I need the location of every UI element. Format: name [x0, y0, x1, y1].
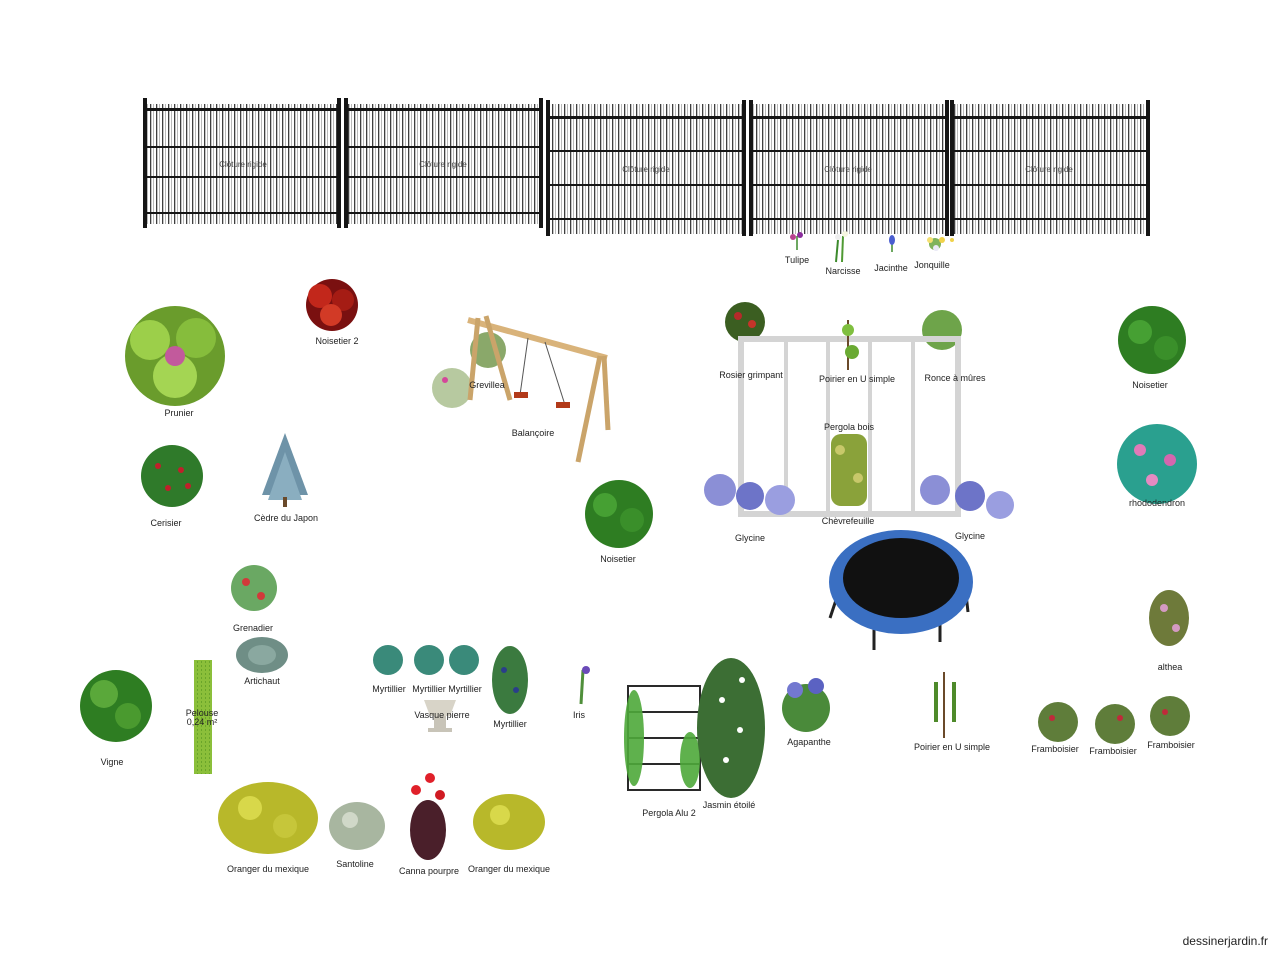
fence-label-3: Clôture rigide — [622, 165, 670, 174]
narcisse-label: Narcisse — [825, 266, 861, 276]
oranger-1-label: Oranger du mexique — [226, 864, 310, 874]
jacinthe-icon[interactable] — [889, 235, 895, 252]
agapanthe-icon[interactable] — [782, 678, 830, 732]
santoline-label: Santoline — [336, 859, 374, 869]
santoline-icon[interactable] — [329, 802, 385, 850]
tulipe-icon[interactable] — [790, 232, 803, 250]
oranger-2-label: Oranger du mexique — [467, 864, 551, 874]
agapanthe-label: Agapanthe — [787, 737, 831, 747]
iris-label: Iris — [573, 710, 585, 720]
framboisier-3-icon[interactable] — [1150, 696, 1190, 736]
noisetier-mid-label: Noisetier — [600, 554, 636, 564]
framboisier-1-icon[interactable] — [1038, 702, 1078, 742]
rosier-grimpant-icon[interactable] — [725, 302, 765, 342]
chevrefeuille-icon[interactable] — [831, 434, 867, 506]
fence-panel-5[interactable] — [950, 100, 1150, 236]
myrtillier-3-label: Myrtillier — [448, 684, 482, 694]
artichaut-icon[interactable] — [236, 637, 288, 673]
framboisier-3-label: Framboisier — [1147, 740, 1195, 750]
framboisier-2-icon[interactable] — [1095, 704, 1135, 744]
fence-panel-1[interactable] — [143, 98, 341, 228]
prunier-label: Prunier — [164, 408, 194, 418]
iris-icon[interactable] — [579, 666, 590, 705]
fence-label-2: Clôture rigide — [419, 160, 467, 169]
framboisier-1-label: Framboisier — [1031, 744, 1079, 754]
glycine-right-icon[interactable] — [920, 475, 1014, 519]
fence-panel-3[interactable] — [546, 100, 746, 236]
site-credit: dessinerjardin.fr — [1182, 934, 1268, 948]
pergola-bois-icon[interactable] — [738, 336, 961, 517]
althea-icon[interactable] — [1149, 590, 1189, 646]
rhododendron-label: rhododendron — [1128, 498, 1186, 508]
fence-label-4: Clôture rigide — [824, 165, 872, 174]
tulipe-label: Tulipe — [784, 255, 810, 265]
noisetier-right-label: Noisetier — [1132, 380, 1168, 390]
oranger-2-icon[interactable] — [473, 794, 545, 850]
oranger-1-icon[interactable] — [218, 782, 318, 854]
rhododendron-icon[interactable] — [1117, 424, 1197, 504]
fence-panel-2[interactable] — [344, 98, 543, 228]
cedre-du-japon-icon[interactable] — [262, 433, 308, 507]
balancoire-icon[interactable] — [467, 315, 611, 463]
balancoire-label: Balançoire — [511, 428, 555, 438]
myrtillier-3-icon[interactable] — [449, 645, 479, 675]
pelouse-icon[interactable] — [194, 660, 212, 774]
vasque-pierre-icon[interactable] — [424, 700, 456, 732]
chevrefeuille-label: Chèvrefeuille — [821, 516, 875, 526]
artichaut-label: Artichaut — [244, 676, 280, 686]
jasmin-label: Jasmin étoilé — [702, 800, 756, 810]
glycine-right-label: Glycine — [954, 531, 986, 541]
grenadier-icon[interactable] — [231, 565, 277, 611]
poirier-top-label: Poirier en U simple — [818, 374, 896, 384]
noisetier-mid-icon[interactable] — [585, 480, 653, 548]
glycine-left-label: Glycine — [734, 533, 766, 543]
cerisier-label: Cerisier — [150, 518, 182, 528]
vigne-label: Vigne — [100, 757, 124, 767]
vasque-label: Vasque pierre — [414, 710, 470, 720]
pelouse-label: Pelouse — [185, 708, 219, 718]
althea-label: althea — [1157, 662, 1183, 672]
jasmin-etoile-icon[interactable] — [697, 658, 765, 798]
cerisier-icon[interactable] — [141, 445, 203, 507]
narcisse-icon[interactable] — [835, 231, 848, 263]
poirier-top-icon[interactable] — [842, 320, 859, 370]
jonquille-icon[interactable] — [927, 237, 954, 251]
jonquille-label: Jonquille — [914, 260, 950, 270]
canna-label: Canna pourpre — [398, 866, 460, 876]
ronce-label: Ronce à mûres — [924, 373, 986, 383]
noisetier-2-icon[interactable] — [306, 279, 358, 331]
noisetier-2-label: Noisetier 2 — [315, 336, 359, 346]
myrtillier-4-label: Myrtillier — [493, 719, 527, 729]
trampoline-icon[interactable] — [828, 530, 973, 650]
vigne-icon[interactable] — [80, 670, 152, 742]
poirier-bottom-icon[interactable] — [934, 672, 956, 738]
fence-panel-4[interactable] — [749, 100, 949, 236]
framboisier-2-label: Framboisier — [1089, 746, 1137, 756]
grenadier-label: Grenadier — [232, 623, 274, 633]
canna-pourpre-icon[interactable] — [410, 773, 446, 860]
jacinthe-label: Jacinthe — [874, 263, 908, 273]
pergola-alu-icon[interactable] — [624, 685, 701, 791]
prunier-icon[interactable] — [125, 306, 225, 406]
myrtillier-1-label: Myrtillier — [372, 684, 406, 694]
myrtillier-2-label: Myrtillier — [412, 684, 446, 694]
noisetier-right-icon[interactable] — [1118, 306, 1186, 374]
fence-label-1: Clôture rigide — [219, 160, 267, 169]
pergola-alu-label: Pergola Alu 2 — [642, 808, 696, 818]
grevillea-label: Grevillea — [469, 380, 505, 390]
pergola-bois-label: Pergola bois — [823, 422, 875, 432]
cedre-label: Cèdre du Japon — [253, 513, 319, 523]
fence-label-5: Clôture rigide — [1025, 165, 1073, 174]
glycine-left-icon[interactable] — [704, 474, 795, 515]
myrtillier-4-icon[interactable] — [492, 646, 528, 714]
poirier-bottom-label: Poirier en U simple — [913, 742, 991, 752]
myrtillier-1-icon[interactable] — [373, 645, 403, 675]
rosier-label: Rosier grimpant — [719, 370, 783, 380]
myrtillier-2-icon[interactable] — [414, 645, 444, 675]
pelouse-area-label: 0,24 m² — [186, 717, 218, 727]
